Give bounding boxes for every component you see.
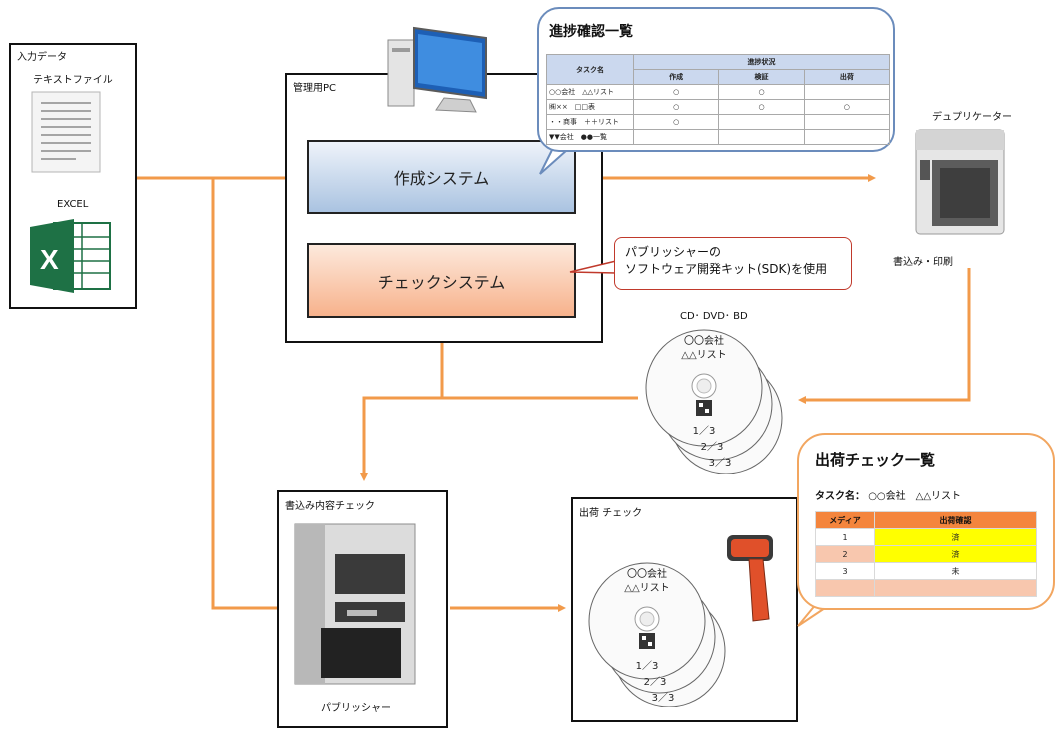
write-check-caption: パブリッシャー	[321, 703, 391, 714]
duplicator-caption: 書込み・印刷	[893, 257, 953, 268]
disc-line1: 〇〇会社	[627, 567, 667, 580]
disc-stack: 〇〇会社 △△リスト 1／3 2／3 3／3	[645, 329, 783, 474]
shipping-header-status: 出荷確認	[874, 511, 1037, 529]
table-row	[815, 579, 1037, 597]
excel-icon: X	[30, 219, 111, 293]
progress-callout: 進捗確認一覧 タスク名 進捗状況 作成 検証 出荷 ○○会社 △△リスト ○ ○…	[537, 7, 895, 152]
media-label: CD･ DVD･ BD	[680, 311, 748, 322]
computer-icon	[387, 26, 487, 113]
progress-header-create: 作成	[632, 69, 720, 85]
duplicator-title: デュプリケーター	[932, 112, 1012, 123]
text-file-icon	[31, 91, 101, 173]
shipping-task-label: タスク名：	[815, 491, 865, 502]
disc-num-1: 1／3	[693, 425, 716, 437]
progress-callout-title: 進捗確認一覧	[549, 24, 633, 40]
shipping-table: メディア 出荷確認 1 済 2 済 3 未	[815, 511, 1037, 597]
table-row: ㈱×× □□表 ○ ○ ○	[546, 99, 891, 115]
table-row: ・・商事 ＋＋リスト ○	[546, 114, 891, 130]
input-data-title: 入力データ	[17, 52, 67, 63]
progress-header-task: タスク名	[546, 54, 634, 85]
disc-num-1: 1／3	[636, 660, 659, 672]
table-row: ▼▼会社 ●●一覧	[546, 129, 891, 145]
table-row: 3 未	[815, 562, 1037, 580]
table-row: 1 済	[815, 528, 1037, 546]
create-system-label: 作成システム	[393, 169, 490, 188]
check-system-label: チェックシステム	[377, 272, 506, 292]
sdk-callout-tail	[569, 260, 617, 274]
disc-num-3: 3／3	[709, 457, 732, 469]
excel-label: EXCEL	[57, 199, 89, 210]
sdk-callout: パブリッシャーの ソフトウェア開発キット(SDK)を使用	[614, 237, 852, 290]
shipping-callout-title: 出荷チェック一覧	[815, 451, 936, 469]
publisher-icon	[294, 523, 416, 685]
svg-text:X: X	[40, 244, 59, 275]
write-check-panel: 書込み内容チェック パブリッシャー	[277, 490, 448, 728]
input-data-panel: 入力データ テキストファイル EXCEL X	[9, 43, 137, 309]
progress-table: タスク名 進捗状況 作成 検証 出荷 ○○会社 △△リスト ○ ○ ㈱×× □□…	[546, 54, 891, 145]
shipping-disc-stack: 〇〇会社 △△リスト 1／3 2／3 3／3	[588, 562, 726, 707]
shipping-check-title: 出荷 チェック	[579, 508, 643, 519]
text-file-label: テキストファイル	[33, 75, 113, 86]
barcode-scanner-icon	[727, 535, 773, 622]
disc-num-2: 2／3	[701, 441, 724, 453]
admin-pc-title: 管理用PC	[293, 83, 337, 94]
shipping-callout: 出荷チェック一覧 タスク名： ○○会社 △△リスト メディア 出荷確認 1 済 …	[797, 433, 1055, 610]
shipping-header-media: メディア	[815, 511, 875, 529]
create-system-box: 作成システム	[307, 140, 576, 214]
disc-line2: △△リスト	[624, 583, 669, 594]
progress-header-verify: 検証	[718, 69, 805, 85]
disc-line1: 〇〇会社	[684, 334, 724, 347]
disc-line2: △△リスト	[681, 350, 726, 361]
shipping-task-value: ○○会社 △△リスト	[868, 491, 962, 502]
shipping-check-panel: 出荷 チェック 〇〇会社 △△リスト 1／3 2／3 3／3	[571, 497, 798, 722]
sdk-callout-line1: パブリッシャーの	[625, 245, 722, 259]
disc-num-2: 2／3	[644, 676, 667, 688]
table-row: ○○会社 △△リスト ○ ○	[546, 84, 891, 100]
table-row: 2 済	[815, 545, 1037, 563]
duplicator-icon	[915, 129, 1005, 235]
progress-header-ship: 出荷	[803, 69, 891, 85]
sdk-callout-line2: ソフトウェア開発キット(SDK)を使用	[625, 262, 828, 276]
write-check-title: 書込み内容チェック	[285, 501, 375, 512]
shipping-task-line: タスク名： ○○会社 △△リスト	[815, 487, 961, 502]
progress-header-status: 進捗状況	[633, 54, 890, 70]
disc-num-3: 3／3	[652, 692, 675, 704]
check-system-box: チェックシステム	[307, 243, 576, 318]
